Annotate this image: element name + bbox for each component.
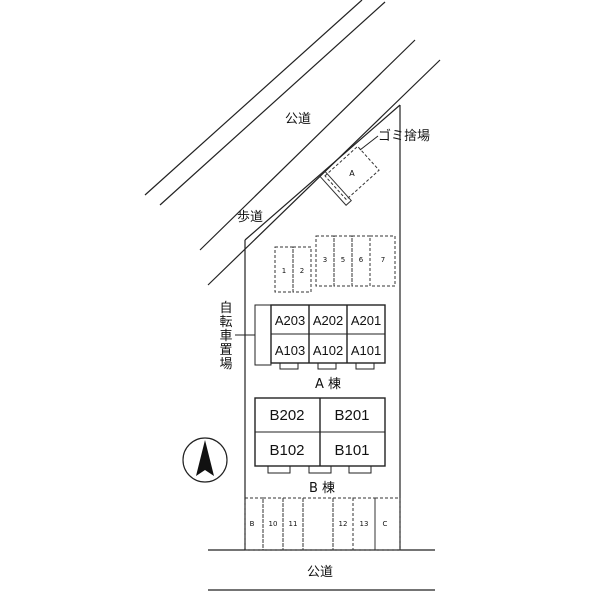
road-bottom-label: 公道	[307, 565, 333, 580]
parking-space-label: C	[383, 520, 388, 528]
unit-a203: A203	[275, 313, 305, 328]
parking-space-label: 5	[341, 256, 345, 264]
building-a-label: A 棟	[315, 377, 341, 392]
parking-space-label: 11	[289, 520, 298, 528]
unit-a103: A103	[275, 343, 305, 358]
bicycle-label-char: 置	[219, 343, 232, 358]
parking-upper	[274, 235, 396, 293]
parking-lower	[244, 497, 401, 551]
unit-b202: B202	[269, 407, 304, 424]
parking-space-label: 7	[381, 256, 385, 264]
parking-space-label: 10	[269, 520, 278, 528]
unit-a201: A201	[351, 313, 381, 328]
sidewalk-label: 歩道	[237, 210, 263, 225]
parking-lower-labels: B 10 11 12 13 C	[250, 520, 388, 528]
unit-b101: B101	[334, 442, 369, 459]
parking-space-label: 1	[282, 267, 286, 275]
building-b-label: B 棟	[309, 481, 335, 496]
unit-b102: B102	[269, 442, 304, 459]
garbage-area: A ゴミ捨場	[318, 128, 430, 206]
road-top-label: 公道	[285, 112, 311, 127]
parking-upper-labels: 1 2 3 5 6 7	[282, 256, 385, 275]
bicycle-label-char: 車	[219, 329, 232, 344]
bicycle-label-char: 場	[219, 357, 232, 372]
north-arrow-icon	[182, 437, 228, 483]
bicycle-parking: 自 転 車 置 場	[219, 301, 272, 372]
top-road	[144, 0, 441, 286]
unit-a101: A101	[351, 343, 381, 358]
parking-space-label: 6	[359, 256, 364, 264]
parking-space-label: B	[250, 520, 255, 528]
parking-space-label: 3	[323, 256, 327, 264]
parking-space-label: 2	[300, 267, 304, 275]
unit-b201: B201	[334, 407, 369, 424]
garbage-mark: A	[349, 169, 355, 178]
bicycle-label-char: 自	[219, 301, 232, 316]
garbage-label: ゴミ捨場	[378, 128, 430, 144]
unit-a202: A202	[313, 313, 343, 328]
building-b: B202 B201 B102 B101	[254, 397, 386, 474]
parking-space-label: 12	[339, 520, 348, 528]
bicycle-label-char: 転	[219, 315, 232, 330]
parking-space-label: 13	[360, 520, 369, 528]
building-a: A203 A202 A201 A103 A102 A101	[270, 304, 386, 370]
unit-a102: A102	[313, 343, 343, 358]
